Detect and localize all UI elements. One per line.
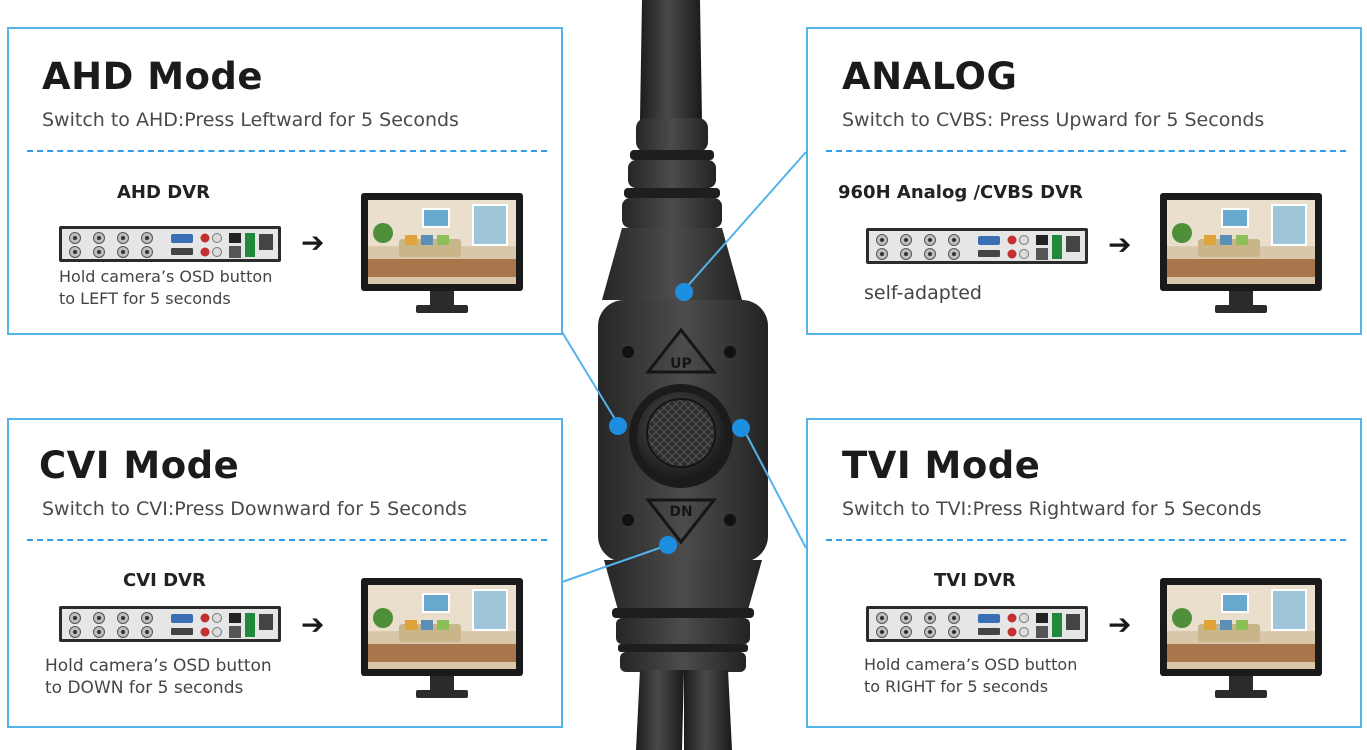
panel-subtitle: Switch to CVI:Press Downward for 5 Secon…	[42, 498, 467, 520]
right-dot	[732, 419, 750, 437]
arrow-icon: ➔	[1108, 228, 1132, 261]
up-dot	[675, 283, 693, 301]
ahd-mode-panel: AHD Mode Switch to AHD:Press Leftward fo…	[7, 27, 563, 335]
panel-title: ANALOG	[842, 55, 1018, 98]
panel-title: AHD Mode	[42, 55, 264, 98]
note-line-1: Hold camera’s OSD button	[45, 656, 272, 676]
dvr-icon	[59, 606, 281, 642]
up-text: UP	[670, 356, 692, 372]
dvr-label: CVI DVR	[123, 570, 206, 591]
note-line-2: to LEFT for 5 seconds	[59, 289, 231, 308]
down-text: DN	[669, 504, 692, 520]
top-strain-relief	[602, 118, 742, 300]
arrow-icon: ➔	[1108, 608, 1132, 641]
monitor-image	[1160, 578, 1322, 702]
left-dot	[609, 417, 627, 435]
dashed-divider	[826, 150, 1346, 152]
note-line-1: Hold camera’s OSD button	[59, 267, 273, 286]
monitor-image	[361, 193, 523, 317]
dvr-label: 960H Analog /CVBS DVR	[838, 182, 1083, 203]
dashed-divider	[27, 150, 547, 152]
note-line-2: to RIGHT for 5 seconds	[864, 677, 1049, 696]
dashed-divider	[826, 539, 1346, 541]
bottom-strain-relief	[604, 560, 762, 672]
panel-title: CVI Mode	[39, 444, 240, 487]
down-triangle	[644, 498, 718, 545]
bottom-cable-left	[636, 670, 684, 750]
monitor-icon	[1160, 578, 1322, 698]
monitor-image	[361, 578, 523, 702]
dvr-label: TVI DVR	[934, 570, 1016, 591]
dvr-icon	[866, 228, 1088, 264]
top-cable	[640, 0, 702, 120]
panel-subtitle: Switch to AHD:Press Leftward for 5 Secon…	[42, 109, 459, 131]
note-line-2: to DOWN for 5 seconds	[45, 678, 244, 698]
monitor-image	[1160, 193, 1322, 317]
dvr-label: AHD DVR	[117, 182, 210, 203]
arrow-icon: ➔	[301, 226, 325, 259]
dvr-recorder-image	[866, 226, 1088, 266]
osd-note: Hold camera’s OSD button to LEFT for 5 s…	[59, 266, 272, 310]
direction-dots	[609, 283, 750, 554]
note-line-1: Hold camera’s OSD button	[864, 655, 1078, 674]
panel-title: TVI Mode	[842, 444, 1041, 487]
monitor-icon	[1160, 193, 1322, 313]
panel-subtitle: Switch to TVI:Press Rightward for 5 Seco…	[842, 498, 1262, 520]
dvr-recorder-image	[59, 604, 281, 644]
osd-note: Hold camera’s OSD button to DOWN for 5 s…	[45, 655, 272, 699]
arrow-icon: ➔	[301, 608, 325, 641]
dvr-recorder-image	[59, 224, 281, 264]
dvr-recorder-image	[866, 604, 1088, 644]
tvi-mode-panel: TVI Mode Switch to TVI:Press Rightward f…	[806, 418, 1362, 728]
dvr-icon	[59, 226, 281, 262]
joystick-knob	[646, 398, 716, 468]
monitor-icon	[361, 193, 523, 313]
bottom-cable-right	[684, 670, 732, 750]
cvi-mode-panel: CVI Mode Switch to CVI:Press Downward fo…	[7, 418, 563, 728]
down-dot	[659, 536, 677, 554]
panel-subtitle: Switch to CVBS: Press Upward for 5 Secon…	[842, 109, 1265, 131]
osd-note: Hold camera’s OSD button to RIGHT for 5 …	[864, 654, 1077, 698]
dvr-icon	[866, 606, 1088, 642]
analog-mode-panel: ANALOG Switch to CVBS: Press Upward for …	[806, 27, 1362, 335]
connector-lines	[561, 151, 807, 583]
note-line-1: self-adapted	[864, 282, 982, 304]
osd-note: self-adapted	[864, 282, 982, 304]
monitor-icon	[361, 578, 523, 698]
up-triangle	[644, 327, 718, 374]
dashed-divider	[27, 539, 547, 541]
